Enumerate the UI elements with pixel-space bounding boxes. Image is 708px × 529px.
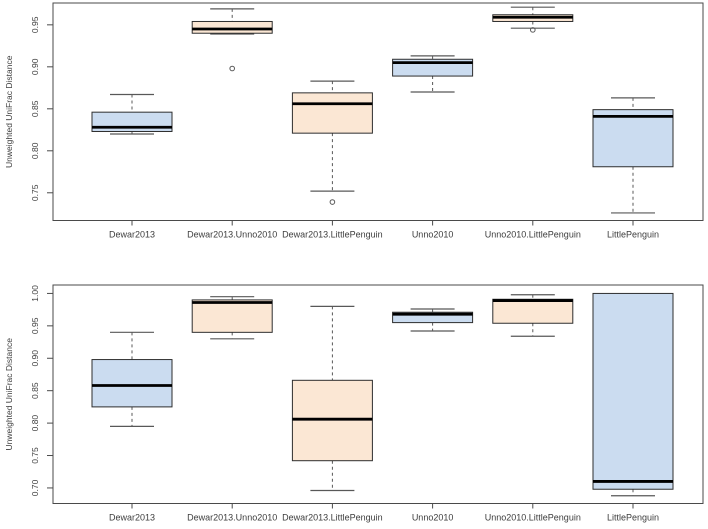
x-category-label: Unno2010 xyxy=(412,513,454,523)
x-category-label: Dewar2013 xyxy=(109,513,155,523)
x-category-label: Dewar2013.Unno2010 xyxy=(187,513,277,523)
x-category-label: LittlePenguin xyxy=(607,230,659,240)
y-tick-label: 0.85 xyxy=(30,100,40,117)
y-tick-label: 0.85 xyxy=(30,382,40,399)
y-tick-label: 0.90 xyxy=(30,58,40,75)
y-tick-label: 0.75 xyxy=(30,447,40,464)
box-dewar2013-littlepenguin xyxy=(291,305,373,492)
box-dewar2013 xyxy=(91,331,173,427)
x-category-label: Dewar2013.LittlePenguin xyxy=(282,230,383,240)
outlier-point xyxy=(530,27,536,33)
x-category-label: Dewar2013.Unno2010 xyxy=(187,230,277,240)
x-category-label: Dewar2013 xyxy=(109,230,155,240)
y-tick-label: 0.70 xyxy=(30,479,40,496)
iqr-box xyxy=(492,298,574,324)
iqr-box xyxy=(592,292,674,490)
box-dewar2013-littlepenguin xyxy=(291,80,373,205)
y-tick-label: 0.95 xyxy=(30,16,40,33)
y-tick-label: 0.95 xyxy=(30,317,40,334)
iqr-box xyxy=(191,299,273,333)
x-category-label: LittlePenguin xyxy=(607,513,659,523)
box-dewar2013-unno2010 xyxy=(191,296,273,340)
iqr-box xyxy=(191,20,273,34)
outlier-point xyxy=(229,65,235,72)
y-axis-title: Unweighted UniFrac Distance xyxy=(4,338,14,451)
iqr-box xyxy=(392,311,474,324)
iqr-box xyxy=(91,359,173,408)
x-category-label: Unno2010.LittlePenguin xyxy=(485,230,581,240)
box-littlepenguin xyxy=(592,97,674,214)
box-unno2010 xyxy=(392,55,474,93)
box-unno2010-littlepenguin xyxy=(492,294,574,337)
box-littlepenguin xyxy=(592,292,674,497)
x-category-label: Dewar2013.LittlePenguin xyxy=(282,513,383,523)
outlier-point xyxy=(329,199,336,205)
box-unno2010 xyxy=(392,308,474,332)
y-tick-label: 0.90 xyxy=(30,350,40,367)
plot-frame xyxy=(52,284,704,504)
box-dewar2013 xyxy=(91,93,173,135)
x-category-label: Unno2010 xyxy=(412,230,454,240)
iqr-box xyxy=(291,92,373,134)
y-tick-label: 1.00 xyxy=(30,285,40,302)
plot-frame xyxy=(52,2,704,221)
y-tick-label: 0.80 xyxy=(30,415,40,432)
x-category-label: Unno2010.LittlePenguin xyxy=(485,513,581,523)
box-unno2010-littlepenguin xyxy=(492,6,574,33)
y-axis-title: Unweighted UniFrac Distance xyxy=(4,55,14,168)
y-tick-label: 0.75 xyxy=(30,184,40,201)
iqr-box xyxy=(592,109,674,168)
box-dewar2013-unno2010 xyxy=(191,8,273,72)
y-tick-label: 0.80 xyxy=(30,142,40,159)
